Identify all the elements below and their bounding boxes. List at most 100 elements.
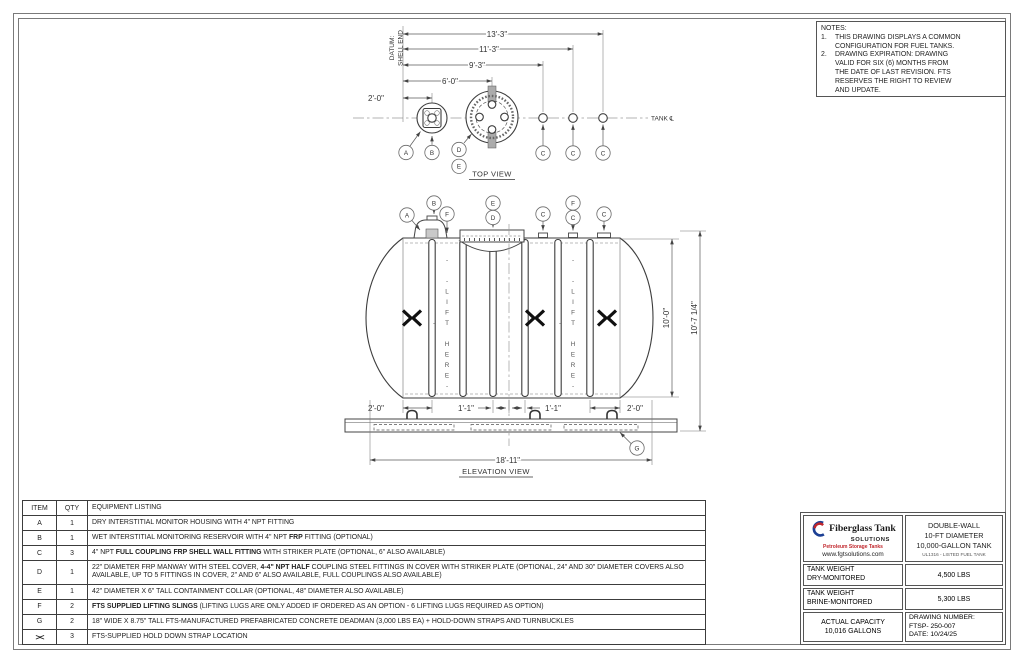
table-row: ><3 FTS-SUPPLIED HOLD DOWN STRAP LOCATION bbox=[23, 628, 705, 644]
lift-here-label-left: - -LIFT HERE- - bbox=[430, 256, 451, 394]
cell-description: DRY INTERSTITIAL MONITOR HOUSING WITH 4"… bbox=[92, 519, 295, 527]
balloon-d-elev: D bbox=[491, 215, 496, 222]
cell-qty: 1 bbox=[57, 531, 88, 546]
weight-brine-value: 5,300 LBS bbox=[905, 588, 1003, 610]
balloon-g-elev: G bbox=[635, 445, 640, 452]
cell-item: A bbox=[23, 516, 57, 531]
actual-capacity: ACTUAL CAPACITY 10,016 GALLONS bbox=[803, 612, 903, 642]
dim-1-1-left: 1'-1" bbox=[458, 404, 474, 413]
tank-drawing: TANK ℄ DATUM: SHELL END 13'-3" 11'-3" 9'… bbox=[344, 26, 706, 478]
cell-qty: 1 bbox=[57, 561, 88, 584]
top-view-label: TOP VIEW bbox=[472, 170, 512, 179]
tank-title: DOUBLE-WALL 10-FT DIAMETER 10,000-GALLON… bbox=[905, 515, 1003, 562]
balloon-c1-top: C bbox=[541, 150, 546, 157]
header-qty: QTY bbox=[57, 501, 88, 516]
dim-2-0-bottom-left: 2'-0" bbox=[368, 404, 384, 413]
cell-description: 18" WIDE X 8.75" TALL FTS-MANUFACTURED P… bbox=[92, 617, 574, 625]
header-item: ITEM bbox=[23, 501, 57, 516]
dim-11-3: 11'-3" bbox=[479, 45, 499, 54]
tank-title-ul-listing: UL1316 - LISTED FUEL TANK bbox=[922, 551, 986, 557]
dim-1-1-right: 1'-1" bbox=[545, 404, 561, 413]
balloon-c3-elev: C bbox=[602, 211, 607, 218]
cell-qty: 3 bbox=[57, 546, 88, 561]
cell-qty: 1 bbox=[57, 584, 88, 599]
concrete-deadman bbox=[344, 409, 678, 433]
logo-name: Fiberglass Tank bbox=[829, 523, 896, 534]
dim-18-11: 18'-11" bbox=[496, 456, 520, 465]
cell-description: 4" NPT FULL COUPLING FRP SHELL WALL FITT… bbox=[92, 549, 446, 557]
notes-title: NOTES: bbox=[821, 25, 847, 32]
tank-title-line3: 10,000-GALLON TANK bbox=[916, 540, 992, 550]
fitting-cap-c2 bbox=[568, 232, 578, 238]
tank-ribs bbox=[428, 238, 594, 398]
datum-label-2: SHELL END bbox=[398, 30, 405, 66]
header-listing: EQUIPMENT LISTING bbox=[92, 503, 162, 511]
balloon-c3-top: C bbox=[601, 150, 606, 157]
note-item-1: 1. THIS DRAWING DISPLAYS A COMMON CONFIG… bbox=[821, 33, 961, 50]
balloon-f1-elev: F bbox=[445, 211, 449, 218]
dim-10-7-quarter: 10'-7 1/4" bbox=[690, 301, 699, 335]
balloon-c1-elev: C bbox=[541, 211, 546, 218]
title-block: Fiberglass Tank SOLUTIONS Petroleum Stor… bbox=[800, 512, 1006, 645]
datum-label-1: DATUM: bbox=[389, 36, 396, 61]
shell-fitting-c2 bbox=[568, 113, 578, 123]
manway-top bbox=[465, 85, 519, 149]
dim-2-0-bottom-right: 2'-0" bbox=[627, 404, 643, 413]
cell-description: FTS SUPPLIED LIFTING SLINGS (LIFTING LUG… bbox=[92, 602, 544, 610]
balloon-f2-elev: F bbox=[571, 200, 575, 207]
balloon-e-top: E bbox=[457, 164, 461, 171]
dim-10-0: 10'-0" bbox=[662, 308, 671, 329]
cell-item: >< bbox=[23, 629, 57, 644]
weight-brine-label: TANK WEIGHT BRINE-MONITORED bbox=[803, 588, 903, 610]
dim-13-3: 13'-3" bbox=[487, 30, 508, 39]
balloon-a-top: A bbox=[404, 150, 409, 157]
cell-description: 22" DIAMETER FRP MANWAY WITH STEEL COVER… bbox=[92, 564, 684, 580]
weight-dry-value: 4,500 LBS bbox=[905, 564, 1003, 586]
containment-collar-elevation bbox=[458, 229, 526, 252]
tank-centerline-label: TANK ℄ bbox=[651, 116, 675, 123]
logo-solutions: SOLUTIONS bbox=[850, 536, 890, 543]
cell-description: FTS-SUPPLIED HOLD DOWN STRAP LOCATION bbox=[92, 632, 248, 640]
shell-fitting-c1 bbox=[538, 113, 548, 123]
cell-qty: 1 bbox=[57, 516, 88, 531]
balloon-b-top: B bbox=[430, 150, 434, 157]
shell-fitting-c3 bbox=[598, 113, 608, 123]
dim-9-3: 9'-3" bbox=[469, 61, 485, 70]
monitor-housing-elevation bbox=[413, 215, 448, 239]
cell-qty: 2 bbox=[57, 599, 88, 614]
cell-item: B bbox=[23, 531, 57, 546]
fitting-cap-c3 bbox=[597, 232, 611, 238]
balloon-c2-top: C bbox=[571, 150, 576, 157]
top-view-drawing: TANK ℄ DATUM: SHELL END 13'-3" 11'-3" 9'… bbox=[353, 26, 675, 180]
cell-item: G bbox=[23, 614, 57, 629]
tank-title-line1: DOUBLE-WALL bbox=[927, 520, 981, 530]
balloon-c2-elev: C bbox=[571, 215, 576, 222]
cell-item: F bbox=[23, 599, 57, 614]
balloon-e-elev: E bbox=[491, 200, 495, 207]
balloon-d-top: D bbox=[457, 147, 462, 154]
fitting-cap-c1 bbox=[538, 232, 548, 238]
dim-6-0: 6'-0" bbox=[442, 77, 458, 86]
elevation-view-label: ELEVATION VIEW bbox=[462, 467, 530, 476]
weight-dry-label: TANK WEIGHT DRY-MONITORED bbox=[803, 564, 903, 586]
company-logo: Fiberglass Tank SOLUTIONS Petroleum Stor… bbox=[803, 515, 903, 562]
elevation-view-drawing: A B F E D C F C C bbox=[344, 195, 706, 478]
balloon-b-elev: B bbox=[432, 200, 436, 207]
tank-title-line2: 10-FT DIAMETER bbox=[924, 530, 984, 540]
hold-down-strap-symbols bbox=[401, 309, 618, 327]
cell-qty: 3 bbox=[57, 629, 88, 644]
note-item-2: 2. DRAWING EXPIRATION: DRAWING VALID FOR… bbox=[821, 51, 952, 94]
interstitial-fitting-top bbox=[416, 102, 448, 134]
logo-website: www.fgtsolutions.com bbox=[822, 550, 884, 558]
equipment-table-header: ITEM QTY EQUIPMENT LISTING bbox=[23, 501, 705, 516]
cell-item: C bbox=[23, 546, 57, 561]
